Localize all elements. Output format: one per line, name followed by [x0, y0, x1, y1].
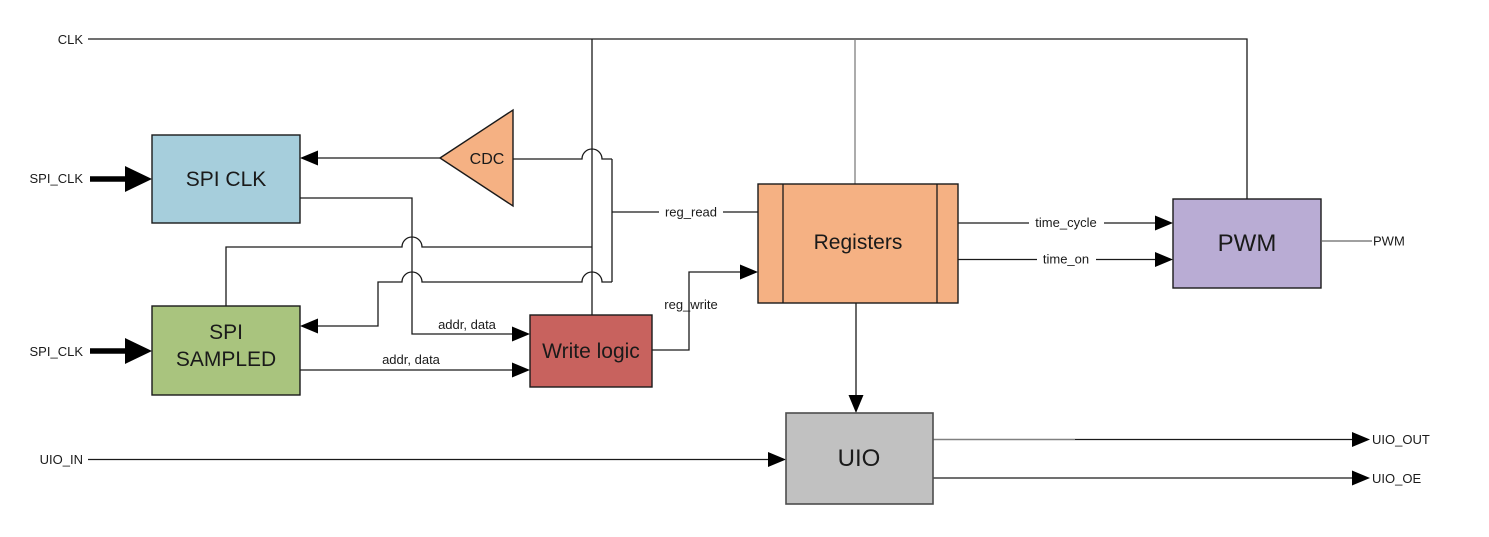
time-cycle-label: time_cycle [1035, 215, 1096, 230]
spi-sampled-label-line1: SPI [209, 321, 243, 344]
spi-sampled-block [151, 305, 301, 396]
arrowhead-addr-data-top [512, 326, 530, 342]
time-cycle-label-bg [1029, 215, 1104, 230]
reg-read-label-bg [659, 204, 723, 220]
arrowhead-into-uio-top [848, 395, 864, 413]
registers-block-body [757, 183, 959, 304]
addr-data-bottom-label: addr, data [382, 352, 441, 367]
registers-block [757, 183, 959, 304]
arrowhead-into-spi-clk [300, 150, 318, 166]
arrowhead-spi-clk-input-bottom [125, 338, 152, 364]
spi-sampled-label-line2: SAMPLED [176, 348, 276, 371]
pwm-label: PWM [1218, 230, 1277, 257]
spi-clk-addr-data-wire [300, 197, 517, 335]
time-on-label: time_on [1043, 252, 1089, 267]
reg-read-label: reg_read [665, 205, 717, 220]
spi-clk-label: SPI CLK [186, 168, 267, 191]
clk-signal-label: CLK [58, 32, 84, 47]
clk-rail [88, 38, 1248, 199]
write-logic-label: Write logic [542, 340, 640, 363]
spi-clk-block [151, 134, 301, 224]
arrowhead-uio-oe [1352, 470, 1370, 486]
arrowhead-spi-clk-input-top [125, 166, 152, 192]
arrowhead-reg-write [740, 264, 758, 280]
cdc-block [438, 108, 514, 208]
pwm-out-label: PWM [1373, 234, 1405, 249]
reg-write-label: reg_write [664, 297, 717, 312]
arrowhead-time-cycle [1155, 215, 1173, 231]
arrowhead-into-spi-sampled [300, 318, 318, 334]
cdc-label: CDC [470, 151, 505, 168]
reg-write-wire [652, 271, 744, 351]
uio-block [785, 412, 934, 505]
uio-in-label: UIO_IN [40, 452, 83, 467]
uio-oe-label: UIO_OE [1372, 471, 1421, 486]
arrowhead-uio-in [768, 452, 786, 467]
uio-label: UIO [838, 445, 881, 472]
addr-data-top-label: addr, data [438, 317, 497, 332]
registers-label: Registers [814, 231, 903, 254]
arrowhead-addr-data-bottom [512, 362, 530, 378]
time-on-label-bg [1037, 251, 1096, 266]
reg-read-to-cdc [513, 148, 612, 160]
reg-read-to-spi-sampled [314, 271, 612, 327]
arrowhead-time-on [1155, 252, 1173, 267]
pwm-block [1172, 198, 1322, 289]
spi-clk-input-top-label: SPI_CLK [30, 171, 84, 186]
spi-clk-input-bottom-label: SPI_CLK [30, 344, 84, 359]
arrowhead-uio-out [1352, 432, 1370, 447]
write-logic-block [529, 314, 653, 388]
clk-branch-spi-sampled [225, 236, 592, 306]
uio-out-label: UIO_OUT [1372, 432, 1430, 447]
